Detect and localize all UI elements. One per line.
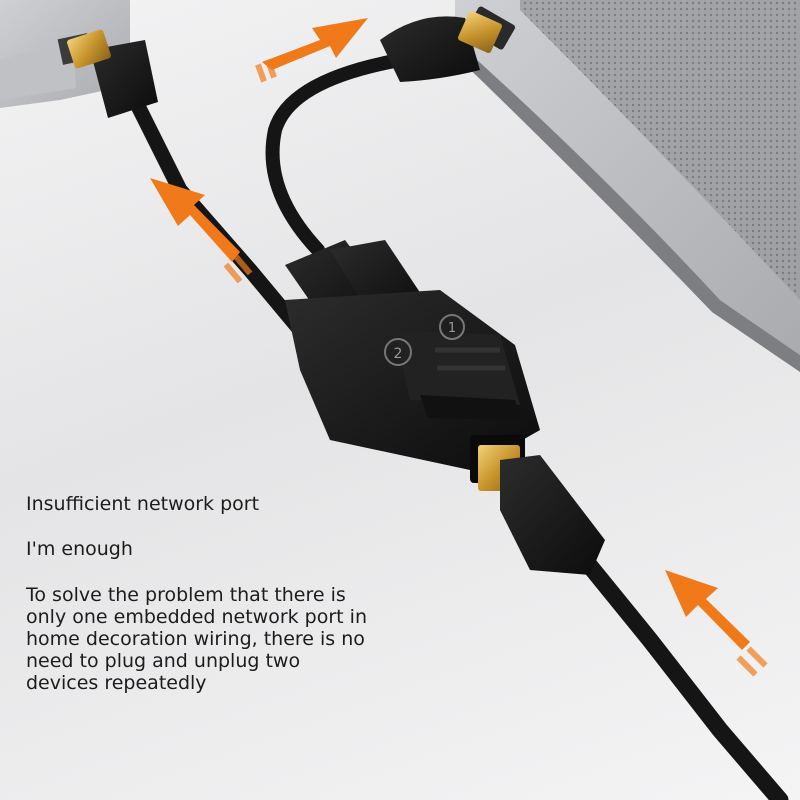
- left-laptop: [0, 0, 130, 108]
- description-line: only one embedded network port in: [26, 606, 367, 628]
- arrow-icon-bottom-right: [665, 570, 768, 677]
- description-line: home decoration wiring, there is no: [26, 628, 365, 650]
- arrow-icon-top-right: [255, 18, 368, 83]
- adapter-port-2-label: 2: [394, 346, 403, 362]
- subheadline: I'm enough: [26, 538, 133, 560]
- rj45-splitter-coupler: [285, 290, 540, 483]
- top-right-rj45-plug: [380, 11, 502, 83]
- adapter-port-1-label: 1: [448, 321, 456, 336]
- arrow-icon-left: [150, 178, 253, 284]
- description-line: need to plug and unplug two: [26, 650, 301, 672]
- description-line: To solve the problem that there is: [26, 584, 346, 606]
- top-left-rj45-plug: [67, 29, 158, 118]
- right-laptop: [452, 0, 800, 372]
- caption-text-block: Insufficient network port I'm enough To …: [26, 0, 426, 800]
- bottom-rj45-plug: [478, 445, 605, 575]
- description-paragraph: To solve the problem that there is only …: [26, 584, 367, 694]
- headline: Insufficient network port: [26, 493, 260, 515]
- description-line: devices repeatedly: [26, 672, 207, 694]
